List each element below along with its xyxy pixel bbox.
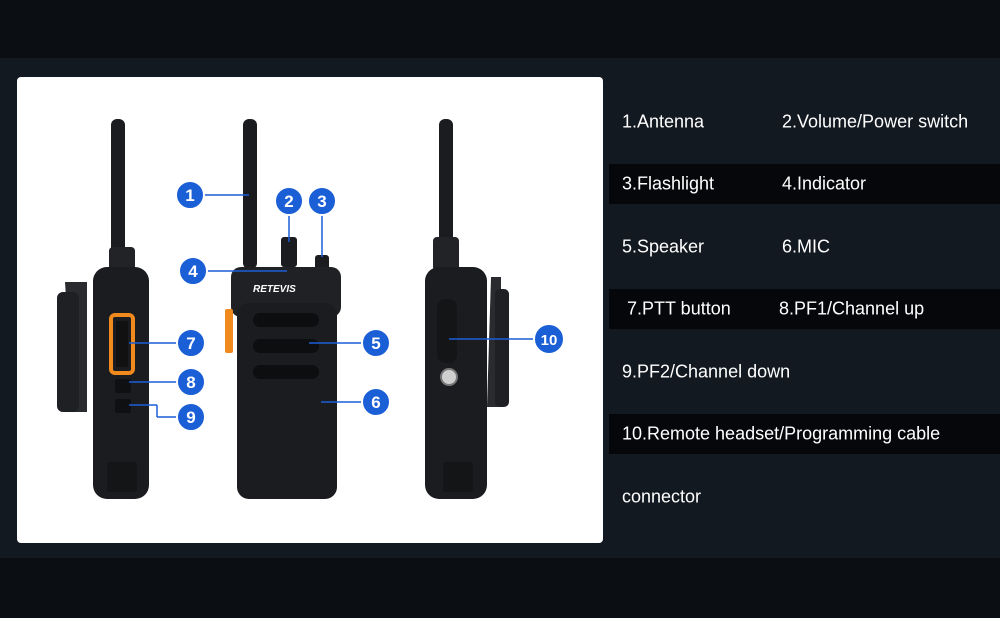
callout-6-badge: 6 <box>361 387 391 417</box>
product-image-panel: RETEVIS <box>17 77 603 543</box>
legend-flashlight: 3.Flashlight <box>622 173 715 194</box>
legend-ptt-button: 7.PTT button <box>627 298 731 319</box>
legend-row-3: 5.Speaker 6.MIC <box>609 227 1000 267</box>
radio-middle-front-view: RETEVIS <box>225 119 341 499</box>
callout-9-badge: 9 <box>176 402 206 432</box>
svg-text:9: 9 <box>186 408 195 427</box>
svg-text:10: 10 <box>541 332 558 349</box>
legend-row-7: connector <box>609 477 1000 517</box>
callout-badges: 1 2 3 4 5 6 7 <box>175 180 565 432</box>
callout-1-badge: 1 <box>175 180 205 210</box>
svg-text:2: 2 <box>284 192 293 211</box>
svg-text:5: 5 <box>371 334 380 353</box>
svg-text:7: 7 <box>186 334 195 353</box>
legend-indicator: 4.Indicator <box>782 173 867 194</box>
callout-7-badge: 7 <box>176 328 206 358</box>
legend-connector: connector <box>622 486 702 507</box>
radio-illustration: RETEVIS <box>57 119 565 499</box>
legend-pf2-channel-down: 9.PF2/Channel down <box>622 361 791 382</box>
legend-row-6: 10.Remote headset/Programming cable <box>609 414 1000 454</box>
legend-antenna: 1.Antenna <box>622 111 705 132</box>
callout-4-badge: 4 <box>178 256 208 286</box>
callout-10-badge: 10 <box>533 323 565 355</box>
legend-pf1-channel-up: 8.PF1/Channel up <box>779 298 925 319</box>
legend-speaker: 5.Speaker <box>622 236 705 257</box>
callout-3-badge: 3 <box>307 186 337 216</box>
legend-row-4: 7.PTT button 8.PF1/Channel up <box>609 289 1000 329</box>
callout-5-badge: 5 <box>361 328 391 358</box>
legend-remote-headset: 10.Remote headset/Programming cable <box>622 423 941 444</box>
callout-2-badge: 2 <box>274 186 304 216</box>
svg-text:8: 8 <box>186 373 195 392</box>
legend-row-1: 1.Antenna 2.Volume/Power switch <box>609 102 1000 142</box>
radio-left-side-view <box>57 119 149 499</box>
legend-mic: 6.MIC <box>782 236 831 257</box>
callout-8-badge: 8 <box>176 367 206 397</box>
legend-row-5: 9.PF2/Channel down <box>609 352 1000 392</box>
legend-row-2: 3.Flashlight 4.Indicator <box>609 164 1000 204</box>
radio-right-side-view <box>425 119 509 499</box>
svg-text:1: 1 <box>185 186 194 205</box>
legend-volume-power: 2.Volume/Power switch <box>782 111 969 132</box>
svg-text:3: 3 <box>317 192 326 211</box>
brand-logo: RETEVIS <box>253 284 296 295</box>
svg-text:6: 6 <box>371 393 380 412</box>
leader-lines <box>129 194 535 418</box>
svg-text:4: 4 <box>188 262 198 281</box>
